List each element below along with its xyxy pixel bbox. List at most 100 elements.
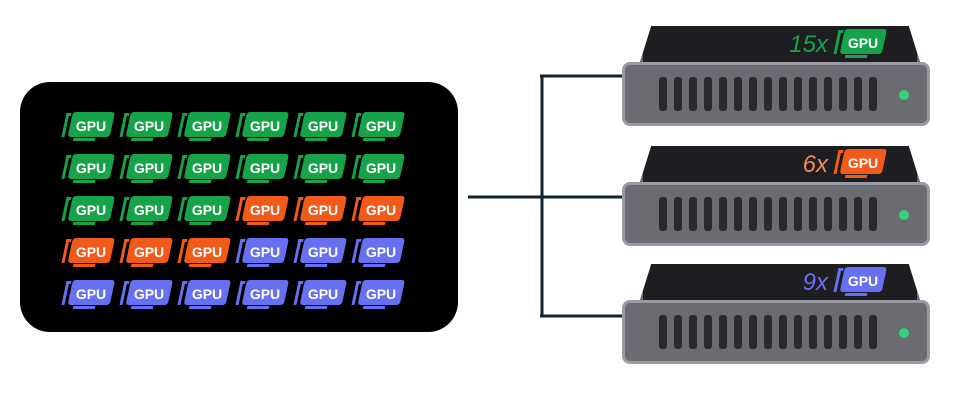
vent-slot <box>704 77 712 111</box>
gpu-label: GPU <box>249 202 281 218</box>
vent-slot <box>764 197 772 231</box>
gpu-card-icon: GPU <box>293 278 347 308</box>
gpu-card-icon: GPU <box>61 278 115 308</box>
server-vents <box>659 197 877 231</box>
vent-slot <box>659 197 667 231</box>
vent-slot <box>869 77 877 111</box>
gpu-label: GPU <box>75 286 107 302</box>
gpu-label: GPU <box>191 244 223 260</box>
gpu-card-icon: GPU <box>119 110 173 140</box>
gpu-label: GPU <box>133 118 165 134</box>
gpu-label: GPU <box>847 155 879 171</box>
vent-slot <box>794 77 802 111</box>
gpu-card-icon: GPU <box>235 194 289 224</box>
gpu-card-icon: GPU <box>177 194 231 224</box>
vent-slot <box>854 197 862 231</box>
vent-slot <box>674 197 682 231</box>
server-gpu-icon: GPU <box>833 27 887 57</box>
gpu-label: GPU <box>249 286 281 302</box>
vent-slot <box>674 77 682 111</box>
gpu-card-icon: GPU <box>177 278 231 308</box>
vent-slot <box>869 315 877 349</box>
gpu-card-icon: GPU <box>351 152 405 182</box>
gpu-label: GPU <box>75 202 107 218</box>
vent-slot <box>764 77 772 111</box>
vent-slot <box>779 315 787 349</box>
gpu-card-icon: GPU <box>119 152 173 182</box>
vent-slot <box>749 77 757 111</box>
vent-slot <box>689 77 697 111</box>
vent-slot <box>794 197 802 231</box>
gpu-card-icon: GPU <box>61 110 115 140</box>
gpu-label: GPU <box>307 286 339 302</box>
gpu-label: GPU <box>307 118 339 134</box>
status-led-icon <box>899 90 909 100</box>
vent-slot <box>764 315 772 349</box>
gpu-card-icon: GPU <box>235 236 289 266</box>
gpu-card-icon: GPU <box>833 147 887 177</box>
gpu-label: GPU <box>365 160 397 176</box>
server-gpu-icon: GPU <box>833 147 887 177</box>
vent-slot <box>689 315 697 349</box>
gpu-card-icon: GPU <box>833 27 887 57</box>
vent-slot <box>839 77 847 111</box>
server-chassis <box>622 182 930 246</box>
vent-slot <box>809 197 817 231</box>
gpu-label: GPU <box>365 244 397 260</box>
vent-slot <box>674 315 682 349</box>
gpu-card-icon: GPU <box>293 194 347 224</box>
gpu-label: GPU <box>365 286 397 302</box>
gpu-card-icon: GPU <box>833 265 887 295</box>
gpu-label: GPU <box>75 244 107 260</box>
gpu-label: GPU <box>847 273 879 289</box>
gpu-card-icon: GPU <box>177 152 231 182</box>
vent-slot <box>824 315 832 349</box>
vent-slot <box>824 77 832 111</box>
vent-slot <box>779 197 787 231</box>
gpu-count-label: 9x <box>802 269 828 296</box>
vent-slot <box>719 197 727 231</box>
vent-slot <box>719 315 727 349</box>
vent-slot <box>749 315 757 349</box>
server-chassis <box>622 62 930 126</box>
gpu-label: GPU <box>307 244 339 260</box>
vent-slot <box>794 315 802 349</box>
gpu-card-icon: GPU <box>351 236 405 266</box>
gpu-card-icon: GPU <box>351 278 405 308</box>
gpu-card-icon: GPU <box>119 194 173 224</box>
gpu-label: GPU <box>191 160 223 176</box>
gpu-count-label: 6x <box>802 151 828 178</box>
gpu-card-icon: GPU <box>119 236 173 266</box>
gpu-label: GPU <box>365 118 397 134</box>
gpu-card-icon: GPU <box>235 278 289 308</box>
gpu-label: GPU <box>75 118 107 134</box>
vent-slot <box>659 77 667 111</box>
gpu-card-icon: GPU <box>351 194 405 224</box>
gpu-card-icon: GPU <box>61 194 115 224</box>
server-vents <box>659 77 877 111</box>
vent-slot <box>734 77 742 111</box>
status-led-icon <box>899 328 909 338</box>
vent-slot <box>704 197 712 231</box>
vent-slot <box>734 315 742 349</box>
gpu-count-label: 15x <box>789 31 828 58</box>
vent-slot <box>839 197 847 231</box>
gpu-label: GPU <box>191 202 223 218</box>
gpu-card-icon: GPU <box>61 152 115 182</box>
gpu-label: GPU <box>847 35 879 51</box>
gpu-label: GPU <box>133 244 165 260</box>
gpu-card-icon: GPU <box>293 110 347 140</box>
gpu-label: GPU <box>191 286 223 302</box>
gpu-card-icon: GPU <box>61 236 115 266</box>
gpu-card-icon: GPU <box>177 110 231 140</box>
gpu-label: GPU <box>249 118 281 134</box>
gpu-card-icon: GPU <box>119 278 173 308</box>
vent-slot <box>719 77 727 111</box>
gpu-label: GPU <box>365 202 397 218</box>
gpu-label: GPU <box>133 160 165 176</box>
gpu-label: GPU <box>307 160 339 176</box>
vent-slot <box>749 197 757 231</box>
